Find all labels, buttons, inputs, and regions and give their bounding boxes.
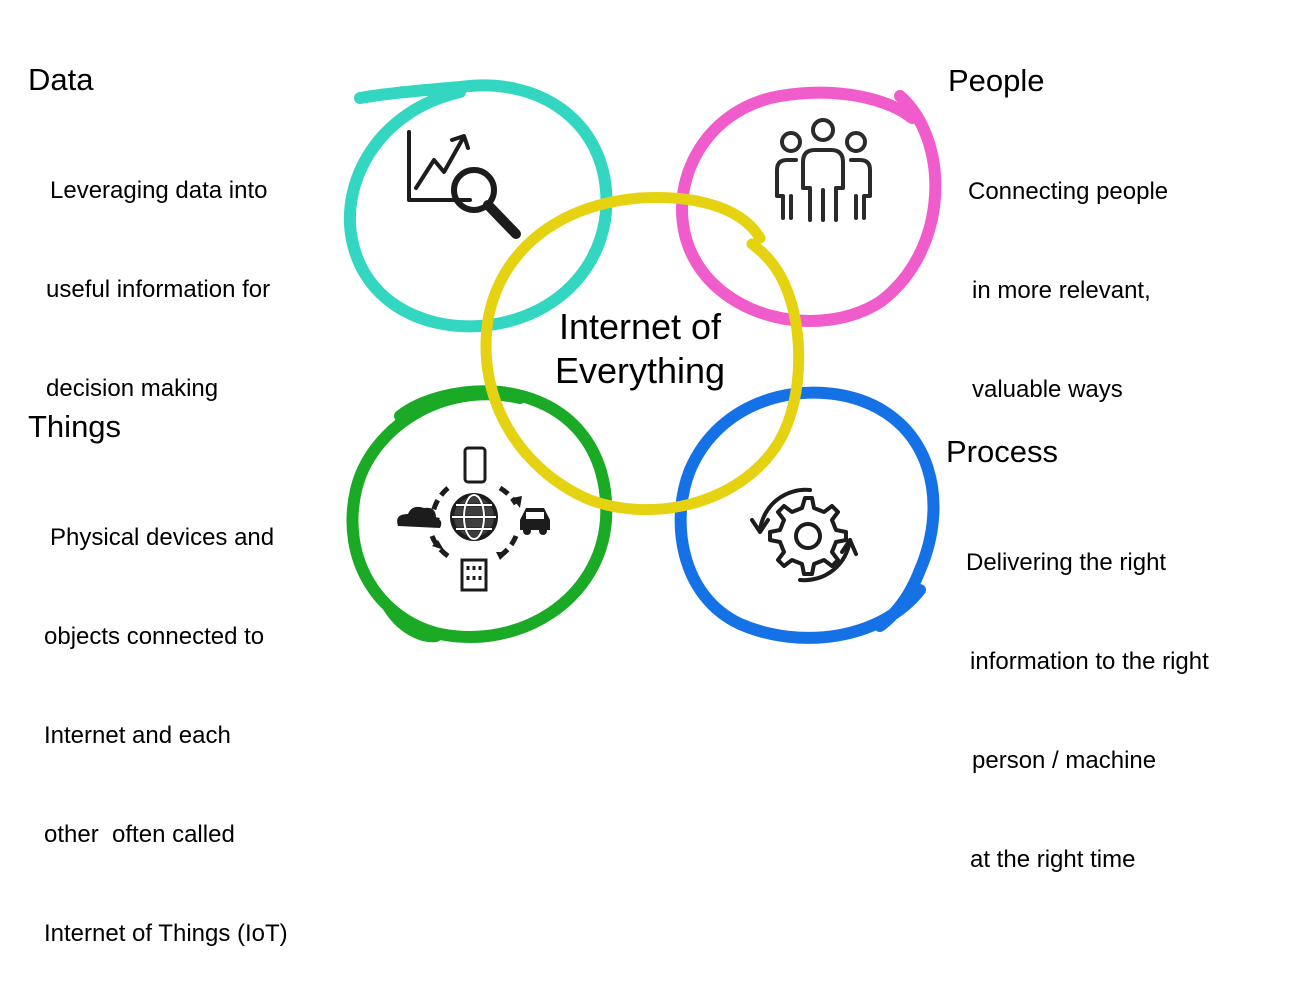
- center-title: Internet of Everything: [500, 305, 780, 393]
- things-desc-line-4: other often called: [44, 821, 235, 848]
- process-description: Delivering the right information to the …: [966, 480, 1209, 909]
- things-title: Things: [28, 409, 122, 444]
- center-title-line2: Everything: [554, 350, 726, 391]
- chart-magnifier-icon: [407, 130, 521, 239]
- data-desc-line-3: decision making: [46, 375, 219, 402]
- center-ring: [480, 192, 805, 516]
- data-desc-line-2: useful information for: [46, 276, 271, 303]
- diagram-canvas: [343, 79, 942, 644]
- things-ring: [346, 385, 613, 643]
- things-desc-line-5: Internet of Things (IoT): [44, 920, 288, 947]
- process-desc-line-1: Delivering the right: [966, 549, 1167, 576]
- process-desc-line-2: information to the right: [970, 648, 1209, 675]
- process-title: Process: [946, 434, 1058, 469]
- people-ring: [676, 86, 942, 327]
- things-desc-line-2: objects connected to: [44, 623, 265, 650]
- things-desc-line-1: Physical devices and: [50, 524, 275, 551]
- data-ring: [343, 79, 613, 333]
- people-desc-line-1: Connecting people: [968, 178, 1169, 205]
- process-desc-line-4: at the right time: [970, 846, 1136, 873]
- people-desc-line-3: valuable ways: [972, 376, 1123, 403]
- center-title-line1: Internet of: [558, 306, 722, 347]
- data-title: Data: [28, 62, 94, 97]
- process-ring: [674, 386, 940, 644]
- people-desc-line-2: in more relevant,: [972, 277, 1151, 304]
- iot-network-icon: [397, 446, 550, 592]
- people-group-icon: [775, 118, 872, 222]
- things-description: Physical devices and objects connected t…: [44, 455, 288, 983]
- things-desc-line-3: Internet and each: [44, 722, 231, 749]
- people-description: Connecting people in more relevant, valu…: [968, 109, 1168, 439]
- data-desc-line-1: Leveraging data into: [50, 177, 268, 204]
- data-description: Leveraging data into useful information …: [46, 108, 270, 438]
- gear-cycle-icon: [750, 487, 858, 583]
- people-title: People: [948, 63, 1045, 98]
- process-desc-line-3: person / machine: [972, 747, 1157, 774]
